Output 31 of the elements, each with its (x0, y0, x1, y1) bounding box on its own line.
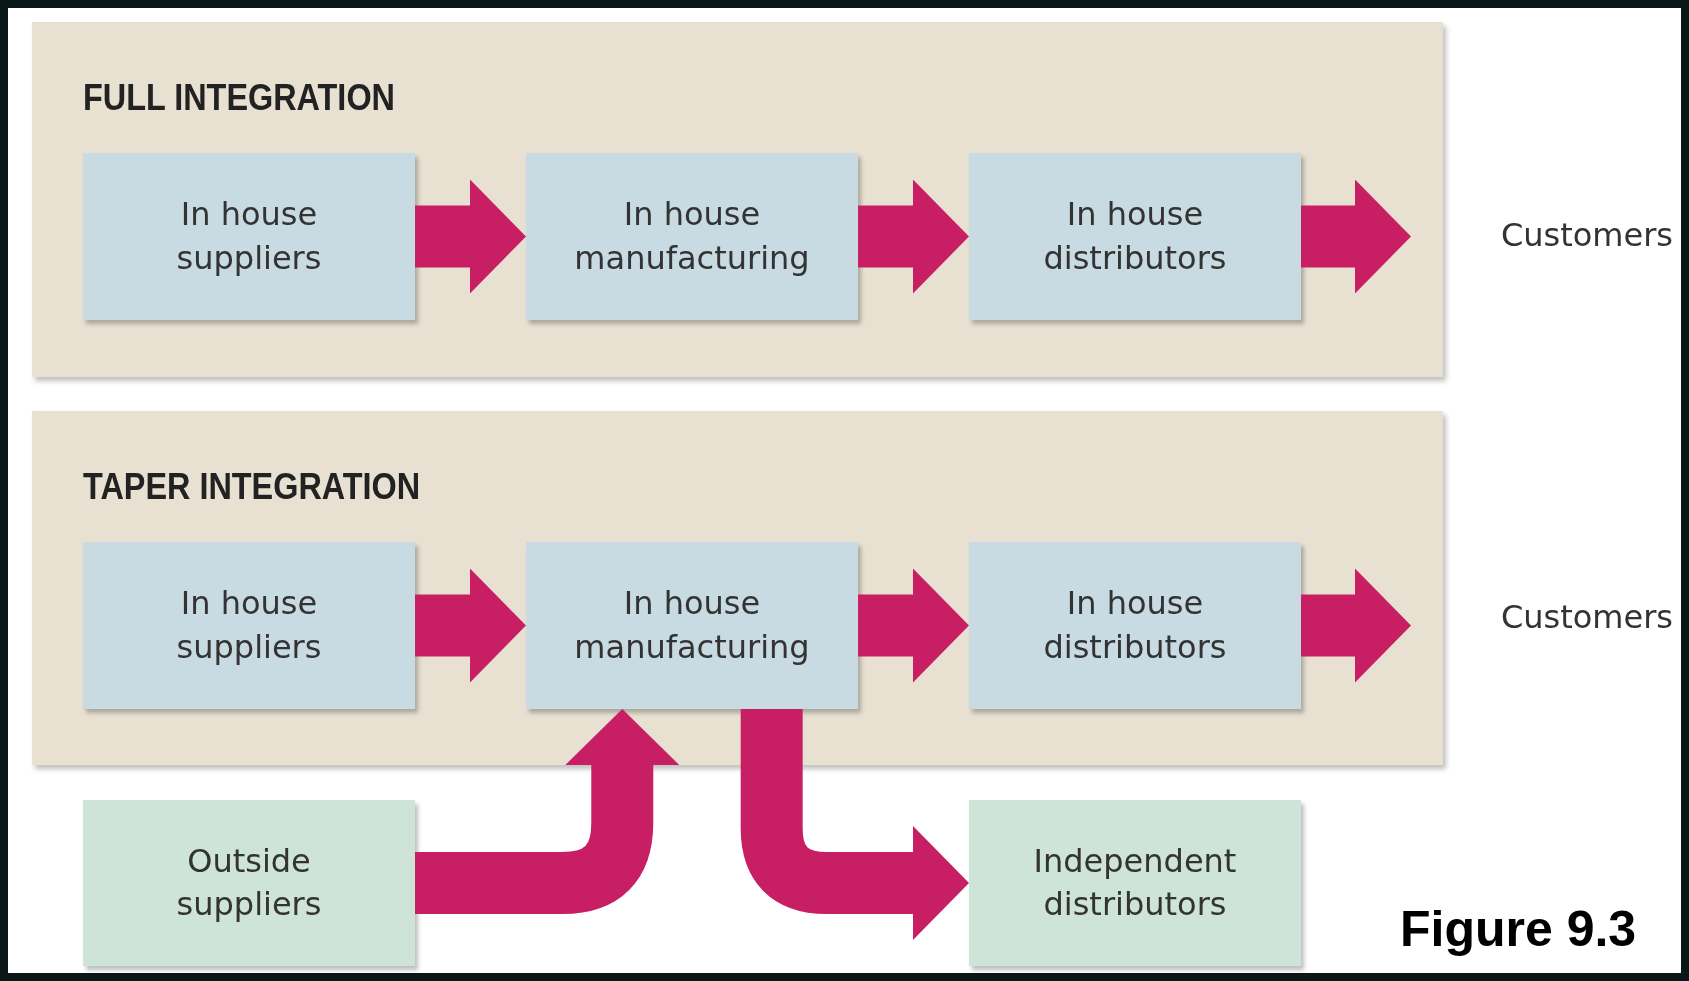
box-label: In house suppliers (175, 194, 323, 279)
figure-caption: Figure 9.3 (1400, 900, 1637, 958)
box-label: In house manufacturing (573, 583, 811, 668)
box-label: Independent distributors (1032, 840, 1238, 925)
process-box (526, 153, 858, 320)
flow-arrow (1301, 568, 1411, 683)
flow-arrow (415, 568, 526, 683)
flow-arrow (858, 568, 969, 683)
process-box (83, 542, 415, 709)
flow-arrow (1301, 179, 1411, 294)
process-box (969, 542, 1301, 709)
section-title: FULL INTEGRATION (83, 77, 395, 119)
box-label: In house suppliers (175, 583, 323, 668)
process-box (526, 542, 858, 709)
process-box (83, 800, 415, 966)
box-label: Outside suppliers (175, 840, 323, 925)
end-label-text: Customers (1500, 215, 1673, 257)
flow-arrow (858, 179, 969, 294)
section-title: TAPER INTEGRATION (83, 466, 421, 508)
box-label: In house manufacturing (573, 194, 811, 279)
box-label: In house distributors (1042, 583, 1228, 668)
end-label-text: Customers (1500, 597, 1673, 639)
section-panel (32, 22, 1443, 377)
process-box (969, 153, 1301, 320)
section-panel (32, 411, 1443, 765)
flow-arrow (740, 709, 969, 940)
process-box (969, 800, 1301, 966)
flow-arrow (415, 709, 680, 914)
box-label: In house distributors (1042, 194, 1228, 279)
process-box (83, 153, 415, 320)
flow-arrow (415, 179, 526, 294)
